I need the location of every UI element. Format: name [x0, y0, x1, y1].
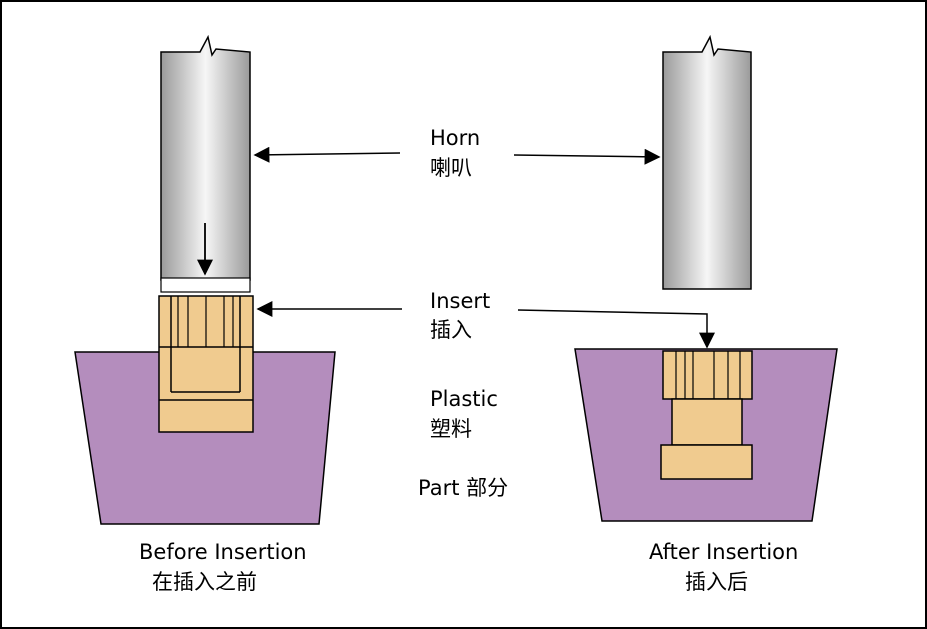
before-insertion-caption: Before Insertion — [139, 540, 307, 564]
plastic-label: Plastic — [430, 387, 498, 411]
plastic-label-zh: 塑料 — [430, 417, 472, 441]
insert-before — [158, 295, 254, 433]
part-label: Part 部分 — [418, 476, 509, 500]
insert-label-zh: 插入 — [430, 318, 472, 342]
horn-after — [662, 34, 752, 290]
before-insertion-caption-zh: 在插入之前 — [152, 570, 257, 594]
horn-arrow-left — [253, 146, 401, 163]
insert-after — [660, 350, 753, 480]
horn-arrow-right — [513, 148, 661, 165]
insert-label: Insert — [430, 289, 491, 313]
insert-arrow-right — [517, 309, 715, 349]
after-insertion-caption-zh: 插入后 — [685, 570, 748, 594]
horn-label: Horn — [430, 126, 481, 150]
horn-label-zh: 喇叭 — [430, 156, 472, 180]
after-insertion-caption: After Insertion — [649, 540, 799, 564]
horn-before — [160, 34, 251, 293]
